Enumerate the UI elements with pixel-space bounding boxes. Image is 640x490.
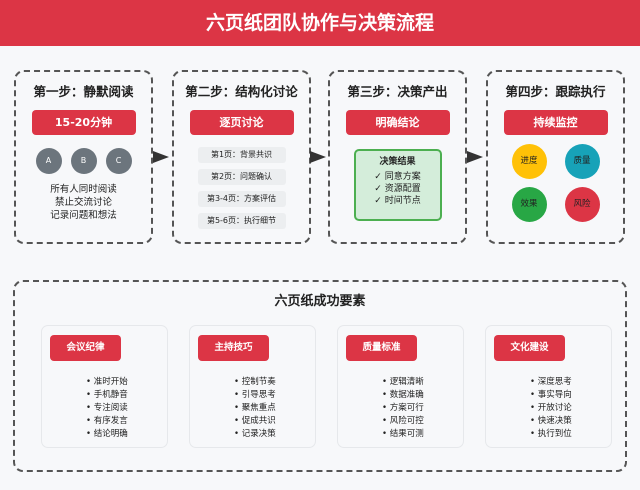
factor-item: 控制节奏 [234,376,276,389]
duration-badge: 15-20分钟 [31,110,136,135]
success-factors-panel: 六页纸成功要素 会议纪律 准时开始手机静音专注阅读有序发言结论明确 主持技巧 控… [13,280,627,472]
step-title: 第一步：静默阅读 [33,84,134,99]
note: 禁止交流讨论 [54,197,112,208]
step-3-decision: 第三步：决策产出 明确结论 决策结果 ✓ 同意方案 ✓ 资源配置 ✓ 时间节点 [328,70,467,244]
factor-item: 深度思考 [530,376,572,389]
factor-item: 结论明确 [86,428,128,441]
note: 所有人同时阅读 [50,184,117,195]
result-item: ✓ 同意方案 [374,172,421,182]
result-title: 决策结果 [379,157,416,167]
monitor-badge: 持续监控 [503,110,608,135]
factor-item: 数据准确 [382,389,424,402]
note: 记录问题和想法 [50,210,117,221]
factor-item: 事实导向 [530,389,572,402]
factor-item: 有序发言 [86,415,128,428]
step-2-structured-discussion: 第二步：结构化讨论 逐页讨论 第1页：背景共识 第2页：问题确认 第3-4页：方… [172,70,311,244]
factor-item: 准时开始 [86,376,128,389]
page-item: 第1页：背景共识 [197,147,286,163]
factor-item: 方案可行 [382,402,424,415]
participant-avatar: C [105,148,132,174]
factor-item: 促成共识 [234,415,276,428]
step-title: 第三步：决策产出 [347,84,448,99]
factor-tag: 会议纪律 [50,335,121,361]
factor-card: 会议纪律 准时开始手机静音专注阅读有序发言结论明确 [41,325,168,448]
page-title: 六页纸团队协作与决策流程 [0,0,640,46]
step-4-tracking: 第四步：跟踪执行 持续监控 进度 质量 效果 风险 [486,70,625,244]
participant-avatar: B [70,148,97,174]
factor-item: 引导思考 [234,389,276,402]
factor-item: 专注阅读 [86,402,128,415]
factor-item: 结果可测 [382,428,424,441]
factor-item: 快速决策 [530,415,572,428]
result-item: ✓ 资源配置 [374,184,421,194]
result-item: ✓ 时间节点 [374,196,421,206]
page-item: 第2页：问题确认 [197,169,286,185]
factor-item: 聚焦重点 [234,402,276,415]
method-badge: 逐页讨论 [189,110,294,135]
section-title: 六页纸成功要素 [274,294,366,309]
metric-risk: 风险 [564,187,600,222]
metric-quality: 质量 [564,144,600,179]
participant-avatar: A [35,148,62,174]
factor-tag: 文化建设 [494,335,565,361]
decision-result-box: 决策结果 ✓ 同意方案 ✓ 资源配置 ✓ 时间节点 [353,149,442,221]
arrow-icon [153,151,169,163]
page-item: 第5-6页：执行细节 [197,213,286,229]
factor-card: 主持技巧 控制节奏引导思考聚焦重点促成共识记录决策 [189,325,316,448]
conclusion-badge: 明确结论 [345,110,450,135]
step-title: 第二步：结构化讨论 [185,84,298,99]
factor-item: 开放讨论 [530,402,572,415]
metric-effect: 效果 [511,187,547,222]
factor-tag: 主持技巧 [198,335,269,361]
factor-card: 质量标准 逻辑清晰数据准确方案可行风险可控结果可测 [337,325,464,448]
step-1-silent-reading: 第一步：静默阅读 15-20分钟 A B C 所有人同时阅读 禁止交流讨论 记录… [14,70,153,244]
step-title: 第四步：跟踪执行 [505,84,606,99]
factor-item: 执行到位 [530,428,572,441]
factor-item: 手机静音 [86,389,128,402]
arrow-icon [310,151,326,163]
factor-card: 文化建设 深度思考事实导向开放讨论快速决策执行到位 [485,325,612,448]
metric-progress: 进度 [511,144,547,179]
page-item: 第3-4页：方案评估 [197,191,286,207]
factor-item: 风险可控 [382,415,424,428]
factor-tag: 质量标准 [346,335,417,361]
factor-item: 逻辑清晰 [382,376,424,389]
arrow-icon [467,151,483,163]
factor-item: 记录决策 [234,428,276,441]
